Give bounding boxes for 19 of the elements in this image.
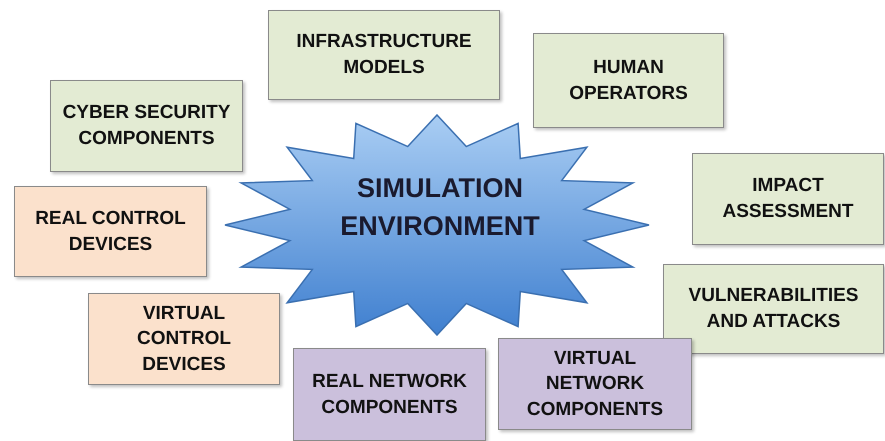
topic-box xyxy=(692,153,884,245)
topic-box xyxy=(268,10,500,100)
topic-box xyxy=(14,186,207,277)
box-label: VULNERABILITIES AND ATTACKS xyxy=(688,284,860,334)
topic-box xyxy=(88,293,280,385)
starburst-label: SIMULATION ENVIRONMENT xyxy=(339,172,541,243)
box-label: VIRTUAL NETWORK COMPONENTS xyxy=(526,346,664,422)
box-label: CYBER SECURITY COMPONENTS xyxy=(62,101,232,151)
box-label: INFRASTRUCTURE MODELS xyxy=(295,30,473,80)
box-label: IMPACT ASSESSMENT xyxy=(722,174,854,224)
box-label: HUMAN OPERATORS xyxy=(568,56,689,106)
topic-box xyxy=(663,264,884,354)
topic-box xyxy=(533,33,724,128)
box-label: REAL CONTROL DEVICES xyxy=(34,206,187,256)
topic-box xyxy=(293,348,486,441)
box-label: REAL NETWORK COMPONENTS xyxy=(311,370,468,420)
topic-box xyxy=(50,80,243,172)
box-label: VIRTUAL CONTROL DEVICES xyxy=(136,302,232,377)
topic-box xyxy=(498,338,692,430)
